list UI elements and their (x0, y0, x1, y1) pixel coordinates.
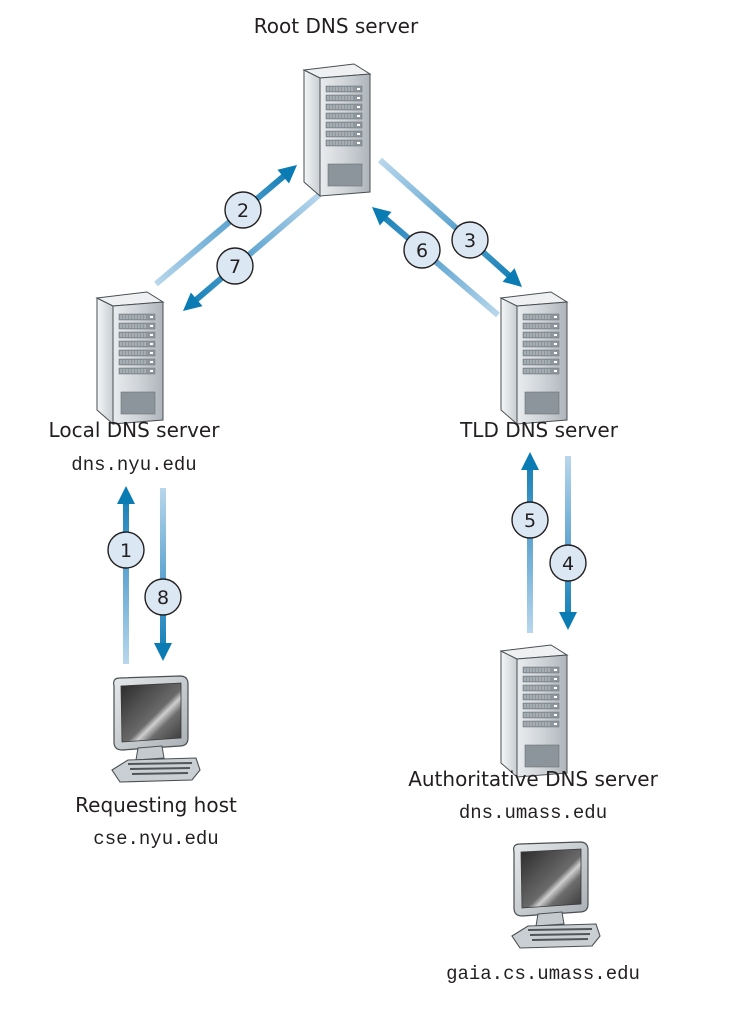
step-number-3: 3 (464, 230, 476, 252)
step-badge-8: 8 (144, 578, 182, 616)
requesting-host-hostname: cse.nyu.edu (93, 828, 219, 850)
step-badge-4: 4 (549, 544, 587, 582)
arrow-step-2 (154, 169, 292, 287)
arrowhead-step-4 (559, 612, 577, 630)
step-number-1: 1 (120, 540, 132, 562)
arrowhead-step-2 (277, 165, 297, 184)
local-dns-server-icon (95, 291, 165, 426)
step-number-6: 6 (416, 240, 428, 262)
authoritative-dns-server-icon (499, 644, 569, 779)
devices-layer (95, 63, 601, 949)
arrowhead-step-1 (117, 486, 135, 504)
step-badge-3: 3 (451, 221, 489, 259)
step-badge-1: 1 (107, 531, 145, 569)
requesting-host-computer-icon (111, 675, 201, 783)
step-badge-7: 7 (216, 247, 254, 285)
local-dns-label: Local DNS server (48, 418, 220, 442)
step-badge-6: 6 (403, 231, 441, 269)
tld-dns-label: TLD DNS server (460, 418, 618, 442)
step-number-8: 8 (157, 587, 169, 609)
arrowhead-step-3 (502, 268, 522, 287)
requesting-host-label: Requesting host (75, 793, 237, 817)
arrowhead-step-5 (521, 452, 539, 470)
arrow-step-3 (378, 157, 517, 283)
step-number-5: 5 (524, 510, 536, 532)
target-host-hostname: gaia.cs.umass.edu (446, 963, 640, 985)
local-dns-hostname: dns.nyu.edu (71, 454, 197, 476)
arrowhead-step-7 (183, 292, 203, 311)
step-number-7: 7 (229, 256, 241, 278)
authoritative-dns-label: Authoritative DNS server (408, 767, 658, 791)
tld-dns-server-icon (499, 291, 569, 426)
arrowhead-step-8 (154, 643, 172, 661)
step-number-2: 2 (237, 200, 249, 222)
root-dns-server-icon (302, 63, 372, 198)
arrowhead-step-6 (372, 207, 392, 226)
arrows-layer (117, 157, 577, 664)
arrow-step-7 (188, 192, 321, 307)
step-number-4: 4 (562, 553, 574, 575)
authoritative-dns-hostname: dns.umass.edu (458, 802, 608, 824)
step-badge-5: 5 (511, 501, 549, 539)
root-dns-label: Root DNS server (253, 14, 419, 38)
arrow-step-6 (377, 211, 500, 318)
step-badge-2: 2 (224, 191, 262, 229)
step-badges-layer: 1 2 3 4 5 6 7 8 (107, 191, 587, 616)
target-host-computer-icon (511, 841, 601, 949)
